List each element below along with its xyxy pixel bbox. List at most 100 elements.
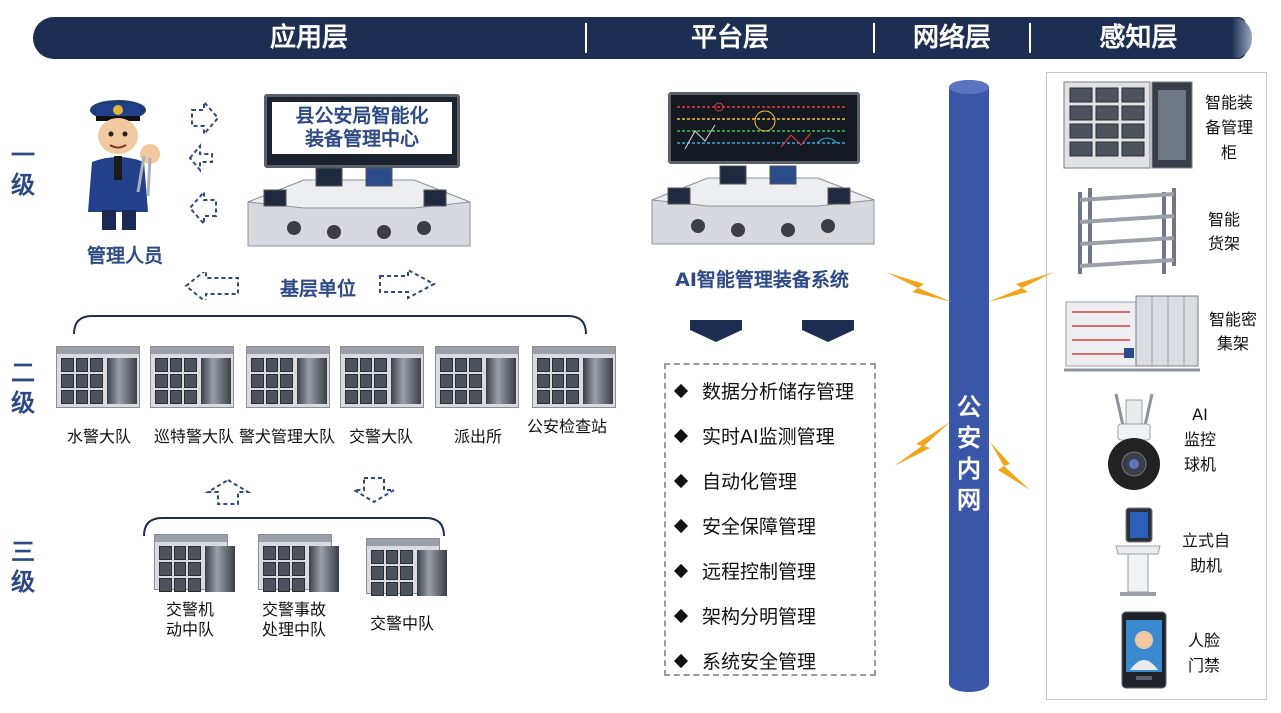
diamond-bullet-icon: [673, 428, 689, 444]
equipment-cabinet-icon: [56, 346, 140, 408]
smart-shelf-icon: [1078, 188, 1176, 274]
feature-label: 远程控制管理: [702, 561, 817, 583]
sensing-label: 智能 货架: [1196, 208, 1252, 256]
down-block-arrow-icon: [802, 320, 854, 342]
unit-label-line: 处理中队: [261, 620, 326, 639]
smart-compact-shelving-icon: [1064, 295, 1200, 372]
sensing-label: 立式自 助机: [1176, 528, 1236, 578]
bidirectional-arrows-icon: [188, 100, 220, 227]
intranet-char: 内: [957, 455, 981, 483]
monitor-waveform-icon: [677, 102, 845, 150]
sensing-label-line: 监控: [1183, 430, 1216, 449]
platform-system-title: AI智能管理装备系统: [675, 269, 849, 291]
diamond-bullet-icon: [673, 608, 689, 624]
level3-bracket: [143, 517, 445, 537]
feature-label: 自动化管理: [702, 471, 798, 493]
sensing-label-line: 人脸: [1187, 631, 1220, 650]
sensing-label-line: 备管理: [1204, 118, 1253, 137]
feature-label: 数据分析储存管理: [702, 381, 855, 403]
unit-label: 公安检查站: [526, 417, 607, 436]
intranet-char: 公: [957, 393, 981, 421]
header-bar-cap: [1232, 17, 1252, 59]
layer-header-bar: 应用层 平台层 网络层 感知层: [33, 17, 1246, 59]
intranet-label: 公 安 内 网: [949, 392, 989, 516]
lightning-bolt-icon: [988, 272, 1054, 302]
level-two-text: 二级: [11, 359, 35, 417]
level-one-label: 一级: [10, 140, 36, 200]
equipment-cabinet-icon: [532, 346, 616, 408]
feature-list-item: 架构分明管理: [673, 602, 854, 647]
feature-list-item: 自动化管理: [673, 467, 854, 512]
police-officer-icon: [88, 100, 160, 230]
diamond-bullet-icon: [673, 563, 689, 579]
feature-label: 安全保障管理: [702, 516, 817, 538]
ai-dome-camera-icon: [1108, 393, 1160, 490]
down-block-arrow-icon: [690, 320, 742, 342]
feature-list-item: 数据分析储存管理: [673, 377, 855, 422]
diamond-bullet-icon: [673, 653, 689, 669]
equipment-cabinet-icon: [246, 346, 330, 408]
header-divider: [1029, 23, 1031, 53]
down-arrow-icon: [379, 268, 437, 300]
sensing-label: AI 监控 球机: [1178, 402, 1222, 477]
level2-bracket: [73, 315, 587, 335]
feature-label: 系统安全管理: [702, 651, 817, 673]
equipment-cabinet-icon: [258, 534, 339, 592]
up-arrow-icon: [184, 272, 239, 300]
level-three-label: 三级: [10, 537, 36, 597]
sensing-label: 人脸 门禁: [1180, 628, 1228, 678]
down-arrow-icon: [350, 477, 398, 504]
intranet-char: 安: [957, 424, 981, 452]
header-platform-layer: 平台层: [690, 23, 769, 53]
center-title-line2: 装备管理中心: [304, 128, 419, 150]
unit-label-multiline: 交警机 动中队: [150, 600, 230, 640]
sensing-label-line: 门禁: [1187, 656, 1220, 675]
sensing-label-line: 智能: [1207, 210, 1240, 229]
lightning-bolt-icon: [990, 442, 1030, 490]
feature-label: 实时AI监测管理: [702, 426, 835, 448]
feature-list-inner: 数据分析储存管理实时AI监测管理自动化管理安全保障管理远程控制管理架构分明管理系…: [673, 377, 855, 692]
smart-equipment-cabinet-icon: [1063, 81, 1193, 169]
equipment-cabinet-icon: [340, 346, 424, 408]
diamond-bullet-icon: [673, 473, 689, 489]
platform-console-icon: [651, 165, 875, 245]
lightning-bolt-icon: [886, 272, 952, 302]
self-service-kiosk-icon: [1115, 507, 1161, 596]
sensing-label: 智能密 集架: [1202, 308, 1264, 356]
equipment-cabinet-icon: [154, 534, 235, 592]
feature-list-item: 系统安全管理: [673, 647, 854, 692]
manager-label: 管理人员: [86, 245, 163, 267]
sensing-label: 智能装 备管理 柜: [1198, 90, 1260, 165]
feature-list-item: 安全保障管理: [673, 512, 854, 557]
sensing-label-line: 助机: [1189, 556, 1222, 575]
sensing-label-line: AI: [1192, 405, 1208, 424]
header-sensing-layer: 感知层: [1099, 23, 1178, 53]
unit-label-line: 动中队: [165, 620, 214, 639]
unit-label: 交警中队: [369, 614, 434, 633]
level-one-text: 一级: [11, 141, 35, 199]
header-app-layer: 应用层: [269, 23, 348, 53]
face-access-control-icon: [1121, 611, 1167, 689]
unit-label: 警犬管理大队: [238, 427, 335, 446]
platform-feature-list: 数据分析储存管理实时AI监测管理自动化管理安全保障管理远程控制管理架构分明管理系…: [664, 363, 876, 676]
unit-label: 交警大队: [348, 427, 413, 446]
sensing-label-line: 货架: [1207, 234, 1240, 253]
equipment-cabinet-icon: [150, 346, 234, 408]
sensing-label-line: 球机: [1183, 455, 1216, 474]
sensing-panel: [1046, 72, 1267, 700]
diamond-bullet-icon: [673, 518, 689, 534]
unit-label: 水警大队: [66, 427, 131, 446]
feature-label: 架构分明管理: [702, 606, 817, 628]
equipment-cabinet-icon: [366, 538, 447, 596]
header-divider: [873, 23, 875, 53]
platform-monitor-screen: [668, 92, 860, 164]
unit-label: 巡特警大队: [153, 427, 234, 446]
sensing-label-line: 智能密: [1208, 310, 1257, 329]
equipment-cabinet-icon: [435, 346, 519, 408]
level-two-label: 二级: [10, 358, 36, 418]
intranet-char: 网: [957, 486, 981, 514]
sensing-label-line: 柜: [1220, 143, 1237, 162]
center-display-screen: 县公安局智能化 装备管理中心: [264, 94, 460, 168]
header-network-layer: 网络层: [912, 23, 991, 53]
center-title-line1: 县公安局智能化: [295, 105, 429, 127]
